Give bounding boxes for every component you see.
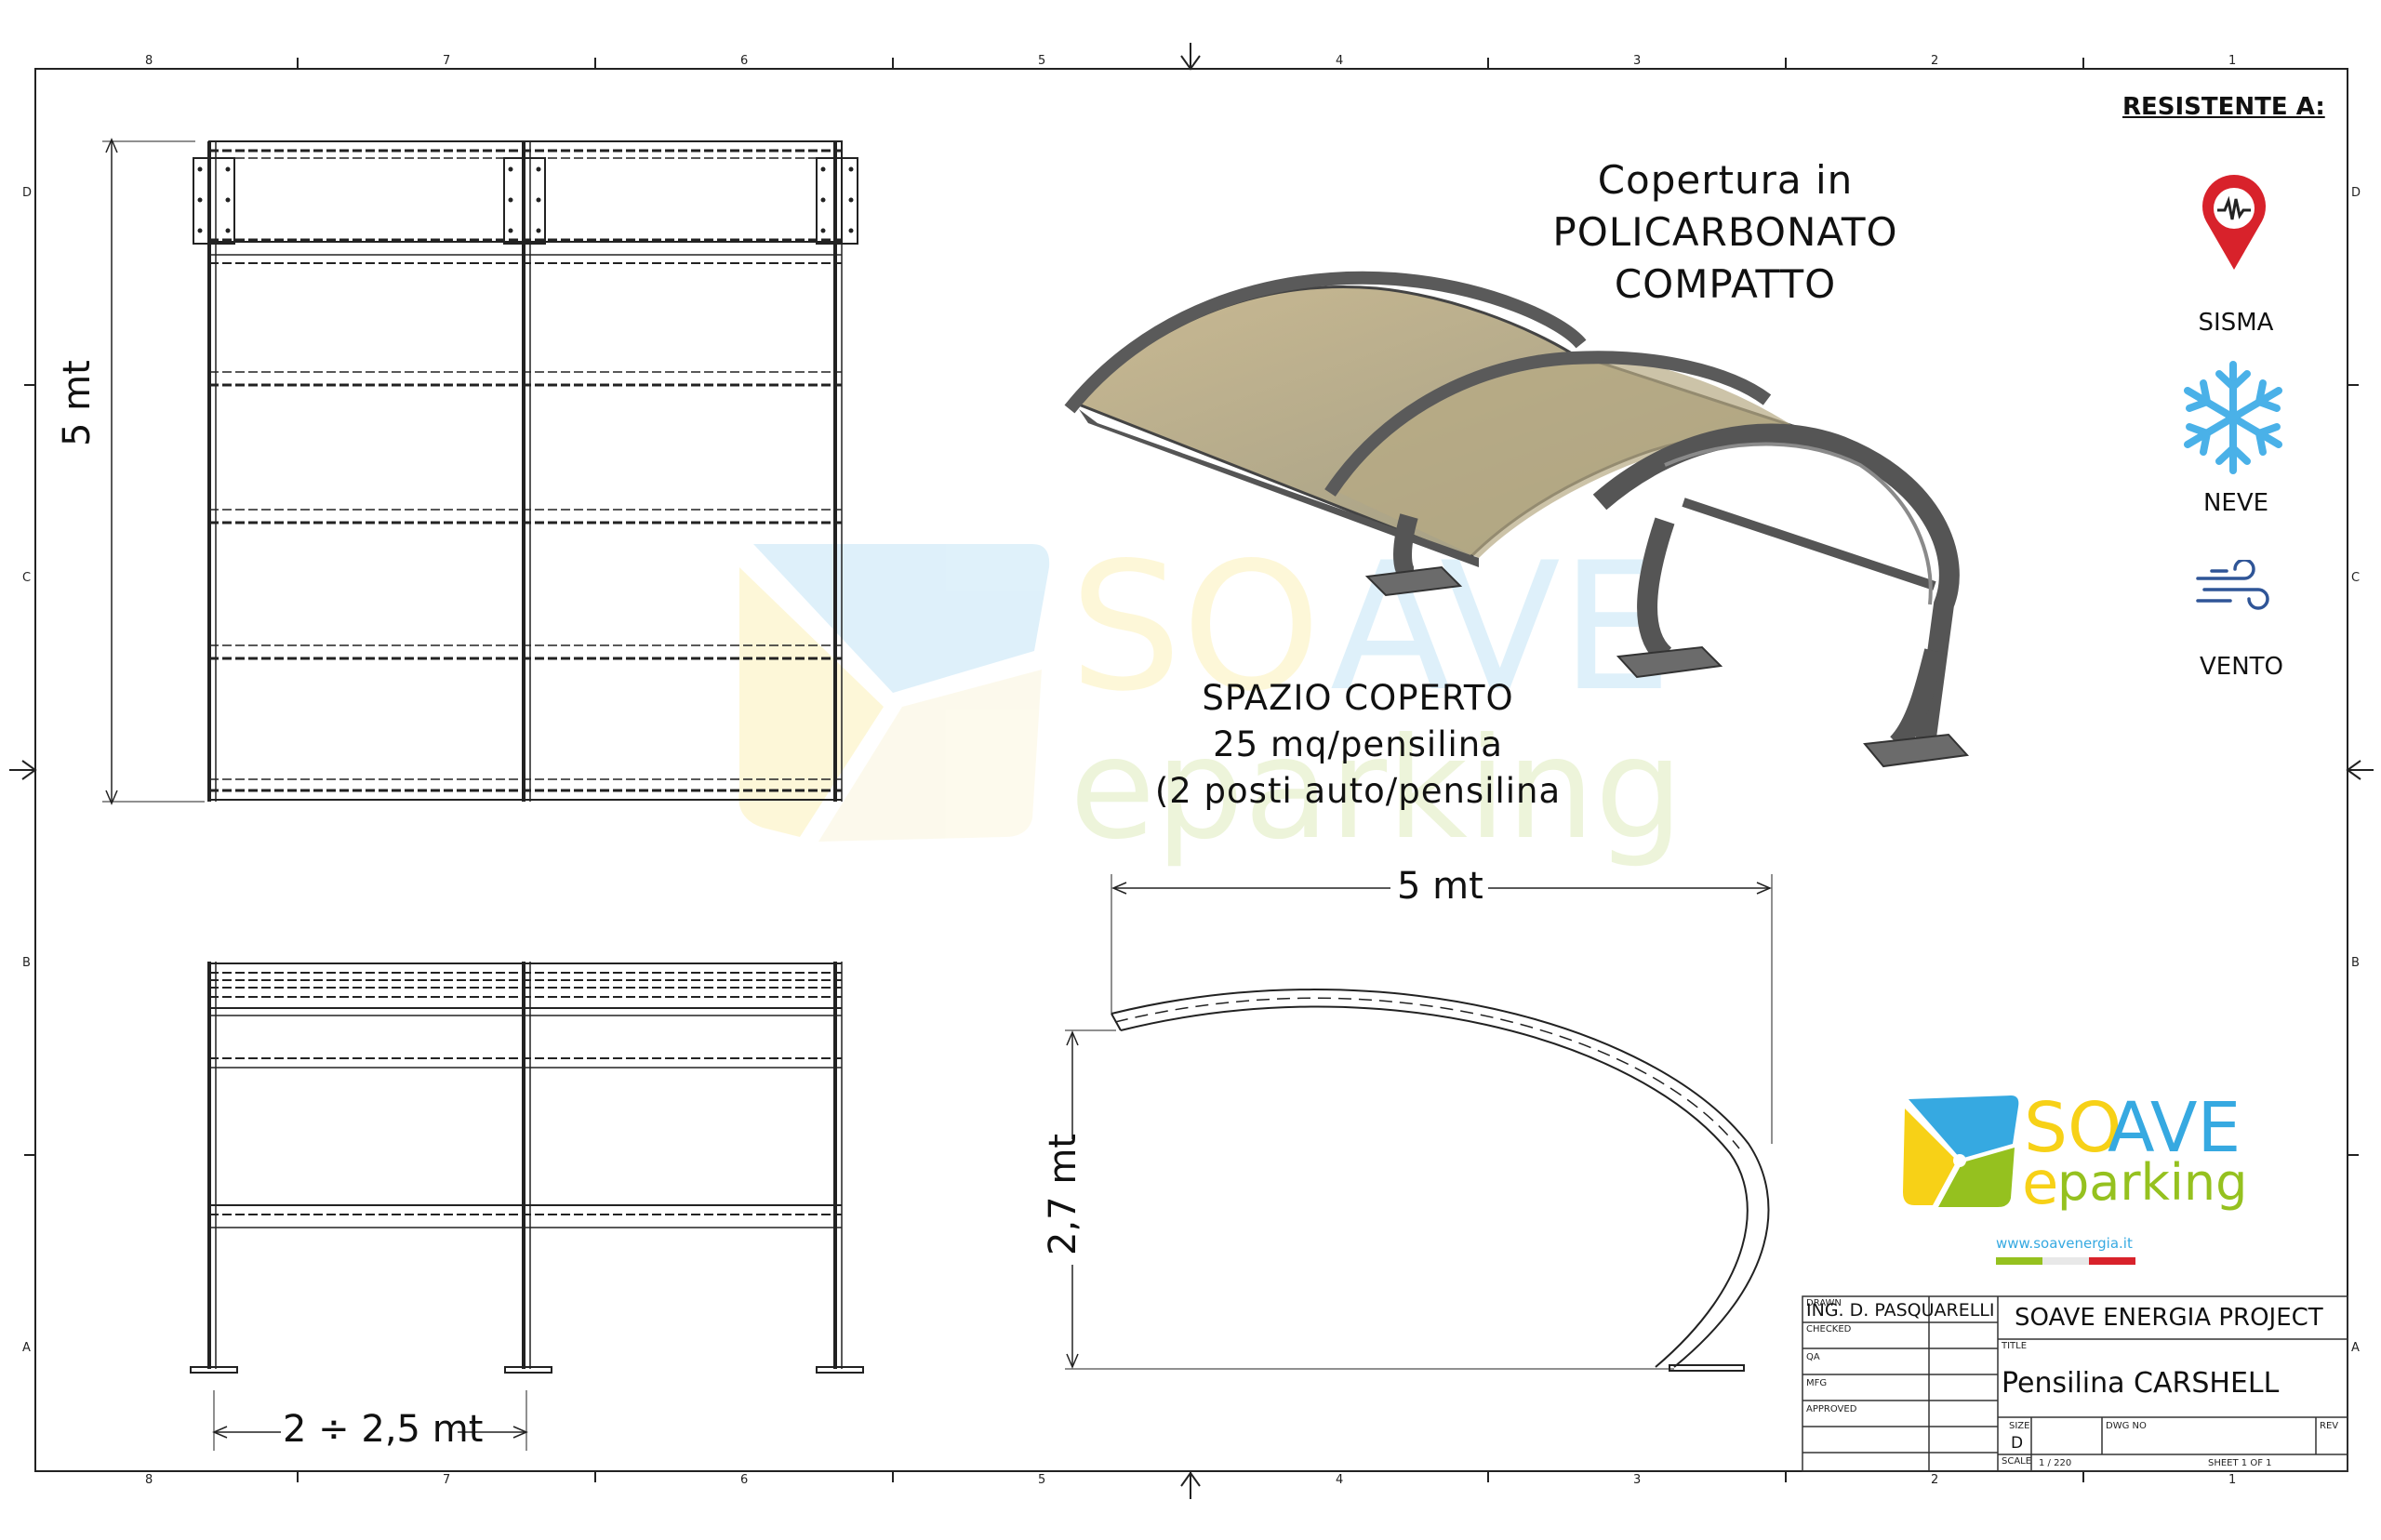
zone-label-row-left-d: D — [22, 186, 33, 200]
snowflake-icon — [2184, 361, 2282, 474]
covered-space-text: SPAZIO COPERTO 25 mq/pensilina (2 posti … — [1144, 675, 1572, 815]
zone-label-col-bottom-3: 6 — [740, 1473, 749, 1487]
seismic-pin-icon — [2202, 175, 2266, 270]
tb-title: Pensilina CARSHELL — [2002, 1367, 2280, 1400]
logo-word-so: SO — [2024, 1088, 2122, 1168]
zone-label-row-left-c: C — [22, 571, 32, 585]
covered-space-line-3: (2 posti auto/pensilina — [1154, 771, 1562, 811]
zone-label-col-bottom-2: 7 — [443, 1473, 451, 1487]
tb-checked-label: CHECKED — [1806, 1324, 1852, 1334]
svg-text:AVE: AVE — [1330, 524, 1672, 730]
wind-icon — [2196, 560, 2269, 610]
zone-label-row-left-b: B — [22, 956, 31, 970]
tb-drawn-by: ING. D. PASQUARELLI — [1806, 1300, 1995, 1321]
zone-label-col-top-2: 7 — [443, 54, 451, 68]
italian-flag-stripe — [1996, 1257, 2135, 1265]
zone-label-row-right-a: A — [2351, 1341, 2360, 1355]
dimension-side-span: 5 mt — [1397, 865, 1483, 908]
roof-line-3: COMPATTO — [1614, 261, 1837, 307]
covered-space-line-1: SPAZIO COPERTO — [1202, 678, 1514, 718]
tb-qa-label: QA — [1806, 1352, 1820, 1362]
watermark-logo: SO AVE eparking — [738, 524, 1683, 870]
logo-url: www.soavenergia.it — [1996, 1235, 2133, 1252]
zone-label-row-right-d: D — [2351, 186, 2361, 200]
logo-word-e: e — [2022, 1149, 2059, 1218]
zone-label-col-top-7: 2 — [1931, 54, 1939, 68]
zone-label-col-top-6: 3 — [1633, 54, 1642, 68]
zone-label-col-top-5: 4 — [1336, 54, 1344, 68]
zone-label-col-bottom-7: 2 — [1931, 1473, 1939, 1487]
logo-mark — [1903, 1095, 2019, 1207]
logo-word-ave: AVE — [2108, 1088, 2241, 1168]
svg-text:eparking: eparking — [1070, 709, 1683, 870]
tb-dwg-label: DWG NO — [2106, 1421, 2147, 1431]
resistance-label-neve: NEVE — [2202, 489, 2269, 517]
tb-scale-label: SCALE — [2002, 1456, 2032, 1467]
resistance-label-sisma: SISMA — [2198, 309, 2274, 337]
tb-title-label: TITLE — [2002, 1341, 2028, 1351]
roof-line-1: Copertura in — [1597, 157, 1854, 203]
isometric-view — [1064, 271, 1970, 768]
zone-label-col-bottom-5: 4 — [1336, 1473, 1344, 1487]
centering-marks — [9, 43, 2374, 1499]
soave-eparking-logo: SO AVE e parking — [1901, 1088, 2247, 1267]
zone-label-col-bottom-8: 1 — [2228, 1473, 2237, 1487]
dimension-side-height: 2,7 mt — [1042, 1134, 1084, 1255]
tb-drawn-label: DRAWN — [1806, 1298, 1842, 1308]
zone-ticks — [24, 58, 2359, 1482]
zone-label-col-bottom-4: 5 — [1038, 1473, 1046, 1487]
tb-rev-label: REV — [2320, 1421, 2339, 1431]
zone-label-col-top-3: 6 — [740, 54, 749, 68]
title-block-grid — [1802, 1295, 2348, 1472]
zone-label-row-right-c: C — [2351, 571, 2361, 585]
roof-material-heading: Copertura in POLICARBONATO COMPATTO — [1507, 154, 1944, 311]
covered-space-line-2: 25 mq/pensilina — [1213, 724, 1503, 764]
svg-text:SO: SO — [1070, 524, 1321, 730]
top-view — [102, 138, 858, 805]
zone-label-col-bottom-6: 3 — [1633, 1473, 1642, 1487]
tb-scale: 1 / 220 — [2039, 1458, 2072, 1468]
dimension-plan-length: 5 mt — [56, 360, 99, 446]
tb-size-label: SIZE — [2009, 1421, 2030, 1431]
tb-company: SOAVE ENERGIA PROJECT — [2015, 1304, 2323, 1332]
tb-size: D — [2011, 1434, 2024, 1453]
tb-sheet: SHEET 1 OF 1 — [2208, 1458, 2272, 1468]
zone-label-row-left-a: A — [22, 1341, 31, 1355]
logo-word-parking: parking — [2057, 1153, 2248, 1212]
zone-label-row-right-b: B — [2351, 956, 2360, 970]
side-view — [1065, 874, 1773, 1372]
zone-label-col-top-8: 1 — [2228, 54, 2237, 68]
tb-mfg-label: MFG — [1806, 1378, 1828, 1388]
tb-approved-label: APPROVED — [1806, 1404, 1857, 1414]
roof-line-2: POLICARBONATO — [1552, 209, 1898, 255]
zone-label-col-top-4: 5 — [1038, 54, 1046, 68]
dimension-front-width: 2 ÷ 2,5 mt — [283, 1408, 484, 1451]
zone-label-col-top-1: 8 — [145, 54, 153, 68]
zone-label-col-bottom-1: 8 — [145, 1473, 153, 1487]
front-view — [190, 962, 864, 1451]
resistance-label-vento: VENTO — [2199, 653, 2283, 681]
resistente-heading: RESISTENTE A: — [2122, 93, 2325, 121]
